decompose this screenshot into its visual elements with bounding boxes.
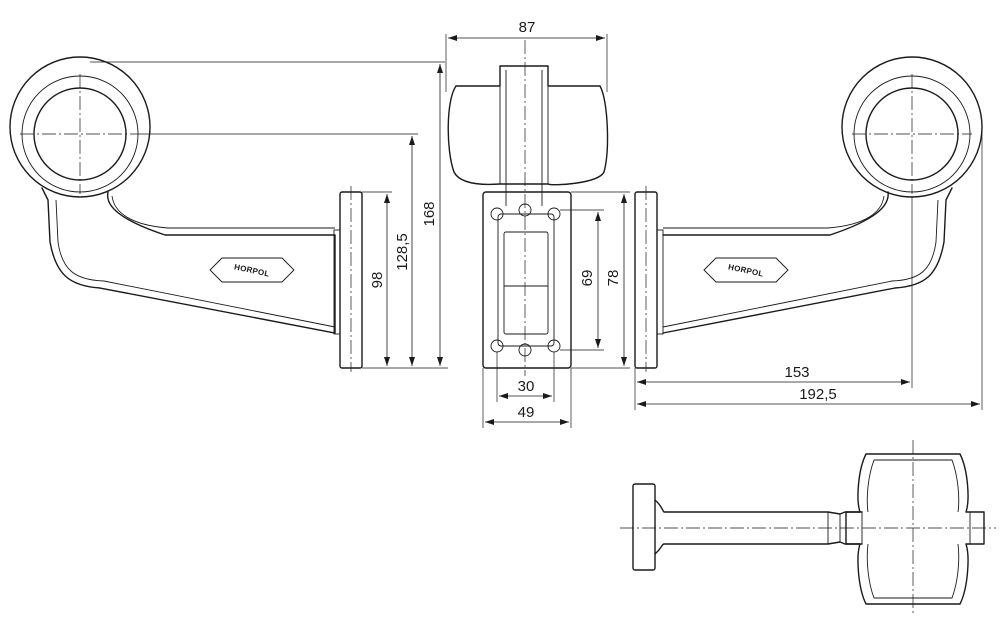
right-dimensions: 153 192,5 bbox=[634, 127, 983, 410]
left-horpol-logo: HORPOL bbox=[209, 257, 295, 283]
dim-98: 98 bbox=[369, 272, 386, 289]
hole-top-right bbox=[547, 207, 561, 221]
side-mount-plate bbox=[632, 483, 656, 571]
dim-69: 69 bbox=[579, 270, 596, 287]
right-horpol-logo: HORPOL bbox=[703, 257, 789, 283]
dim-153: 153 bbox=[784, 364, 809, 381]
left-lamp-outer-ring bbox=[9, 56, 151, 198]
bottom-side-view bbox=[620, 440, 996, 616]
dim-192-5: 192,5 bbox=[799, 386, 837, 403]
right-logo-text: HORPOL bbox=[727, 262, 764, 278]
right-arm-outline bbox=[662, 187, 953, 334]
hole-top-left bbox=[490, 207, 504, 221]
right-lamp-view: HORPOL bbox=[634, 56, 983, 372]
dim-128-5: 128,5 bbox=[394, 233, 411, 271]
left-arm-outline bbox=[41, 187, 336, 334]
left-lamp-view: HORPOL bbox=[9, 56, 363, 372]
dim-87: 87 bbox=[519, 19, 536, 36]
side-lamp-head bbox=[845, 453, 985, 605]
left-logo-text: HORPOL bbox=[233, 262, 270, 278]
left-dimensions: 98 128,5 168 bbox=[90, 61, 448, 369]
center-dimensions: 87 69 78 30 49 bbox=[445, 19, 630, 428]
dim-30: 30 bbox=[518, 378, 535, 395]
center-front-view bbox=[447, 40, 609, 376]
dim-78: 78 bbox=[605, 270, 622, 287]
center-mount-plate bbox=[482, 191, 572, 369]
dim-168: 168 bbox=[421, 201, 438, 226]
dim-49: 49 bbox=[518, 404, 535, 421]
center-lamp-head bbox=[447, 65, 609, 186]
